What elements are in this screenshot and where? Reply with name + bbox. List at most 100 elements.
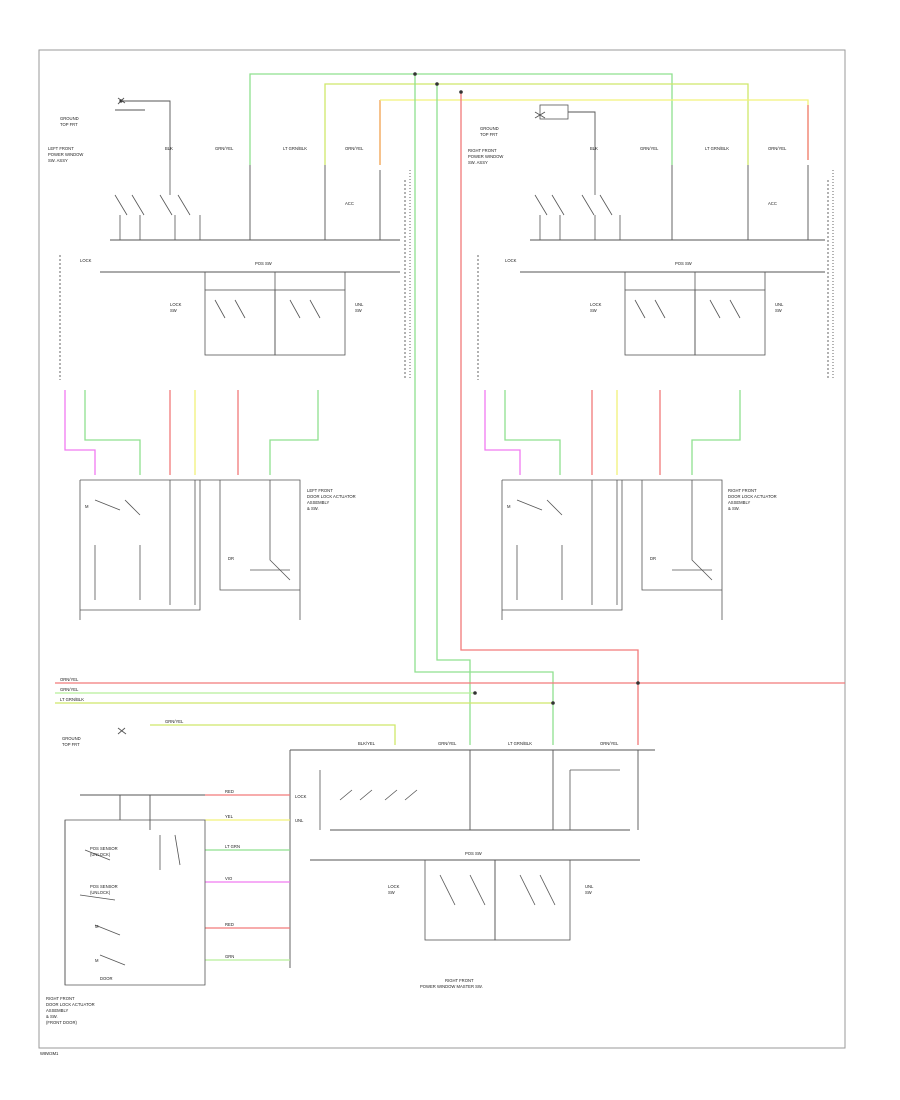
wire-magenta-right xyxy=(484,390,521,475)
svg-text:BLK: BLK xyxy=(590,146,598,151)
footer-code: W8W3M1 xyxy=(40,1051,59,1056)
svg-text:LT GRN/BLK: LT GRN/BLK xyxy=(283,146,307,151)
svg-text:& SW.: & SW. xyxy=(728,506,740,511)
wire-green-right-1 xyxy=(504,390,561,475)
passenger-door-actuator: POS SENSOR (UNLOCK) POS SENSOR (UNLOCK) … xyxy=(46,794,206,1025)
svg-text:SW. ASSY: SW. ASSY xyxy=(48,158,68,163)
svg-text:ASSEMBLY: ASSEMBLY xyxy=(307,500,329,505)
svg-text:DOOR LOCK ACTUATOR: DOOR LOCK ACTUATOR xyxy=(307,494,356,499)
master-switch-assembly: BLK/YEL GRN/YEL LT GRN/BLK ORN/YEL POS S… xyxy=(289,741,655,989)
wire-trunk-red xyxy=(460,92,639,745)
wire-yellow-green-top xyxy=(324,83,749,165)
svg-text:SW: SW xyxy=(775,308,782,313)
svg-text:DR: DR xyxy=(228,556,234,561)
svg-text:LT GRN/BLK: LT GRN/BLK xyxy=(508,741,532,746)
svg-text:RIGHT FRONT: RIGHT FRONT xyxy=(468,148,497,153)
left-window-switch-assembly: GROUND TOP FRT LEFT FRONT POWER WINDOW S… xyxy=(48,97,411,380)
svg-text:ORN/YEL: ORN/YEL xyxy=(600,741,619,746)
svg-text:POS SW: POS SW xyxy=(465,851,482,856)
svg-text:(UNLOCK): (UNLOCK) xyxy=(90,852,111,857)
right-door-lock-actuator: RIGHT FRONT DOOR LOCK ACTUATOR ASSEMBLY … xyxy=(501,479,777,620)
svg-text:UNL: UNL xyxy=(585,884,594,889)
svg-text:(UNLOCK): (UNLOCK) xyxy=(90,890,111,895)
ground-icon xyxy=(117,727,127,735)
left-ground-label: GROUND xyxy=(60,116,79,121)
svg-text:LOCK: LOCK xyxy=(295,794,307,799)
svg-text:SW: SW xyxy=(388,890,395,895)
svg-text:TOP FRT: TOP FRT xyxy=(60,122,78,127)
ground-icon xyxy=(534,111,546,119)
svg-text:LOCK: LOCK xyxy=(590,302,602,307)
svg-text:SW: SW xyxy=(590,308,597,313)
svg-text:LOCK: LOCK xyxy=(80,258,92,263)
svg-text:GRN: GRN xyxy=(225,954,234,959)
wire-green-top xyxy=(249,73,673,165)
wire-lightgreen-left xyxy=(269,390,319,475)
svg-text:& SW.: & SW. xyxy=(307,506,319,511)
svg-text:ACC: ACC xyxy=(768,201,777,206)
right-actuator-label: RIGHT FRONT xyxy=(728,488,757,493)
unlock-relay-box xyxy=(274,289,346,356)
svg-text:(FRONT DOOR): (FRONT DOOR) xyxy=(46,1020,77,1025)
svg-text:GRN/YEL: GRN/YEL xyxy=(438,741,457,746)
svg-text:DOOR LOCK ACTUATOR: DOOR LOCK ACTUATOR xyxy=(728,494,777,499)
svg-text:RED: RED xyxy=(225,922,234,927)
svg-text:DOOR LOCK ACTUATOR: DOOR LOCK ACTUATOR xyxy=(46,1002,95,1007)
svg-text:TOP FRT: TOP FRT xyxy=(62,742,80,747)
right-window-switch-assembly: GROUND TOP FRT RIGHT FRONT POWER WINDOW … xyxy=(468,104,834,380)
svg-text:POS SENSOR: POS SENSOR xyxy=(90,884,118,889)
svg-text:LOCK: LOCK xyxy=(505,258,517,263)
svg-text:GRN/YEL: GRN/YEL xyxy=(60,687,79,692)
wire-trunk-green-1 xyxy=(414,74,554,745)
svg-text:SW: SW xyxy=(585,890,592,895)
unlock-relay-box xyxy=(494,859,571,941)
svg-text:POWER WINDOW: POWER WINDOW xyxy=(48,152,83,157)
left-actuator-label: LEFT FRONT xyxy=(307,488,333,493)
svg-text:DOOR: DOOR xyxy=(100,976,113,981)
svg-text:GRN/YEL: GRN/YEL xyxy=(640,146,659,151)
bottom-left-connector-wires: RED YEL LT GRN VIO RED GRN LOCK UNL xyxy=(205,789,307,961)
svg-text:M: M xyxy=(507,504,511,509)
lock-relay-box xyxy=(204,289,276,356)
lock-relay-box xyxy=(624,289,696,356)
junction-dot xyxy=(459,90,463,94)
svg-text:UNL: UNL xyxy=(295,818,304,823)
left-door-label: LEFT FRONT xyxy=(48,146,74,151)
wire-magenta-left xyxy=(64,390,96,475)
svg-text:M: M xyxy=(95,958,99,963)
svg-text:ASSEMBLY: ASSEMBLY xyxy=(46,1008,68,1013)
svg-text:LT GRN/BLK: LT GRN/BLK xyxy=(60,697,84,702)
junction-dot xyxy=(413,72,417,76)
passenger-actuator-label: RIGHT FRONT xyxy=(46,996,75,1001)
svg-text:UNL: UNL xyxy=(355,302,364,307)
svg-text:LOCK: LOCK xyxy=(170,302,182,307)
wire-yellowgreen-short xyxy=(150,724,396,745)
svg-text:ORN/YEL: ORN/YEL xyxy=(345,146,364,151)
svg-text:SW: SW xyxy=(170,308,177,313)
svg-text:SW: SW xyxy=(355,308,362,313)
right-connector-wires xyxy=(484,390,741,475)
svg-text:GRN/YEL: GRN/YEL xyxy=(215,146,234,151)
svg-text:VIO: VIO xyxy=(225,876,233,881)
svg-text:ASSEMBLY: ASSEMBLY xyxy=(728,500,750,505)
left-door-lock-actuator: LEFT FRONT DOOR LOCK ACTUATOR ASSEMBLY &… xyxy=(79,479,356,620)
svg-text:POWER WINDOW MASTER SW.: POWER WINDOW MASTER SW. xyxy=(420,984,483,989)
svg-text:SW. ASSY: SW. ASSY xyxy=(468,160,488,165)
svg-text:BLK: BLK xyxy=(165,146,173,151)
wire-green-left-1 xyxy=(84,390,141,475)
junction-dot xyxy=(435,82,439,86)
svg-text:POWER WINDOW: POWER WINDOW xyxy=(468,154,503,159)
svg-text:M: M xyxy=(85,504,89,509)
svg-text:& SW.: & SW. xyxy=(46,1014,58,1019)
svg-text:DR: DR xyxy=(650,556,656,561)
svg-text:YEL: YEL xyxy=(225,814,234,819)
wire-trunk-green-2 xyxy=(436,84,471,745)
svg-text:UNL: UNL xyxy=(775,302,784,307)
svg-text:RED: RED xyxy=(225,789,234,794)
svg-text:M: M xyxy=(95,924,99,929)
wire-lightgreen-right xyxy=(691,390,741,475)
svg-text:LOCK: LOCK xyxy=(388,884,400,889)
svg-text:POS SW: POS SW xyxy=(675,261,692,266)
svg-text:ORN/YEL: ORN/YEL xyxy=(768,146,787,151)
